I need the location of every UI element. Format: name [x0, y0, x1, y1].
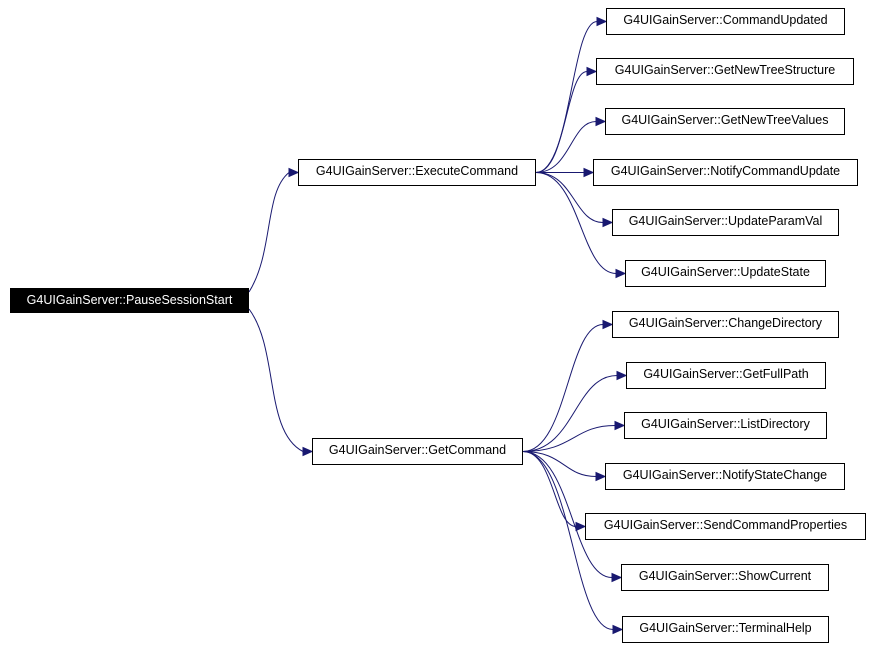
arrowhead-get-command — [302, 446, 314, 457]
node-send-command-properties[interactable]: G4UIGainServer::SendCommandProperties — [585, 513, 866, 540]
node-list-directory[interactable]: G4UIGainServer::ListDirectory — [624, 412, 827, 439]
node-show-current[interactable]: G4UIGainServer::ShowCurrent — [621, 564, 829, 591]
node-get-full-path[interactable]: G4UIGainServer::GetFullPath — [626, 362, 826, 389]
node-execute-command[interactable]: G4UIGainServer::ExecuteCommand — [298, 159, 536, 186]
node-terminal-help[interactable]: G4UIGainServer::TerminalHelp — [622, 616, 829, 643]
edge-execute-command-to-update-state — [535, 172, 617, 274]
node-notify-state-change[interactable]: G4UIGainServer::NotifyStateChange — [605, 463, 845, 490]
edge-get-command-to-change-directory — [522, 324, 604, 452]
node-pause-session-start[interactable]: G4UIGainServer::PauseSessionStart — [10, 288, 249, 313]
arrowhead-execute-command — [288, 167, 300, 178]
arrowhead-send-command-properties — [575, 521, 587, 532]
arrowhead-notify-state-change — [595, 471, 607, 482]
node-get-command[interactable]: G4UIGainServer::GetCommand — [312, 438, 523, 465]
arrowhead-get-new-tree-values — [595, 116, 607, 127]
edge-execute-command-to-update-param-val — [535, 172, 604, 223]
node-command-updated[interactable]: G4UIGainServer::CommandUpdated — [606, 8, 845, 35]
edge-pause-session-start-to-execute-command — [248, 172, 290, 293]
arrowhead-list-directory — [614, 420, 626, 431]
node-update-param-val[interactable]: G4UIGainServer::UpdateParamVal — [612, 209, 839, 236]
node-change-directory[interactable]: G4UIGainServer::ChangeDirectory — [612, 311, 839, 338]
arrowhead-notify-command-update — [583, 167, 595, 178]
edge-get-command-to-list-directory — [522, 425, 616, 452]
arrowhead-get-full-path — [616, 370, 628, 381]
arrowhead-update-state — [615, 268, 627, 279]
arrowhead-terminal-help — [612, 624, 624, 635]
node-notify-command-update[interactable]: G4UIGainServer::NotifyCommandUpdate — [593, 159, 858, 186]
edge-get-command-to-show-current — [522, 451, 613, 578]
arrowhead-update-param-val — [602, 217, 614, 228]
node-get-new-tree-structure[interactable]: G4UIGainServer::GetNewTreeStructure — [596, 58, 854, 85]
edge-get-command-to-terminal-help — [522, 451, 614, 630]
edge-execute-command-to-get-new-tree-structure — [535, 71, 588, 173]
arrowhead-command-updated — [596, 16, 608, 27]
edge-get-command-to-get-full-path — [522, 375, 618, 452]
edge-execute-command-to-get-new-tree-values — [535, 121, 597, 173]
edge-execute-command-to-command-updated — [535, 21, 598, 173]
arrowhead-change-directory — [602, 319, 614, 330]
edge-get-command-to-notify-state-change — [522, 451, 597, 477]
node-get-new-tree-values[interactable]: G4UIGainServer::GetNewTreeValues — [605, 108, 845, 135]
edge-get-command-to-send-command-properties — [522, 451, 577, 527]
arrowhead-get-new-tree-structure — [586, 66, 598, 77]
edge-pause-session-start-to-get-command — [248, 308, 304, 452]
node-update-state[interactable]: G4UIGainServer::UpdateState — [625, 260, 826, 287]
arrowhead-show-current — [611, 572, 623, 583]
